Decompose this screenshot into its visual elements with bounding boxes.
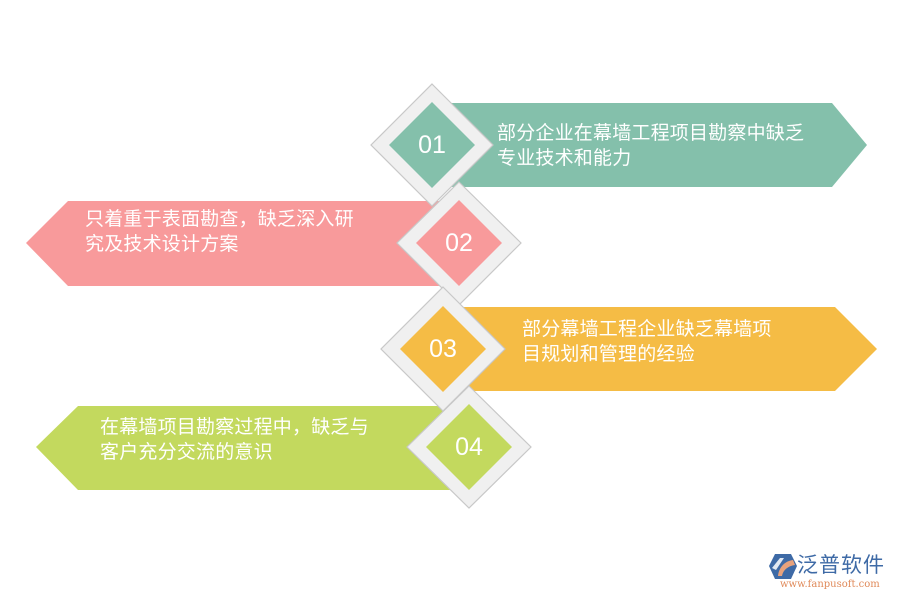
item-text-02-line1: 只着重于表面勘查，缺乏深入研	[85, 208, 354, 230]
item-text-04: 在幕墙项目勘察过程中，缺乏与 客户充分交流的意识	[100, 415, 369, 464]
arrow-banner-03	[450, 307, 877, 391]
item-number-01: 01	[418, 131, 446, 159]
item-text-04-line1: 在幕墙项目勘察过程中，缺乏与	[100, 416, 369, 438]
item-text-03-line2: 目规划和管理的经验	[522, 342, 695, 365]
item-number-04: 04	[455, 433, 483, 461]
item-text-02-line2: 究及技术设计方案	[85, 232, 239, 255]
item-text-01-line1: 部分企业在幕墙工程项目勘察中缺乏	[497, 122, 805, 144]
item-text-03-line1: 部分幕墙工程企业缺乏幕墙项	[522, 318, 772, 340]
item-text-01-line2: 专业技术和能力	[497, 146, 632, 169]
arrow-banner-04	[36, 406, 450, 490]
item-text-04-line2: 客户充分交流的意识	[100, 440, 273, 463]
diamond-badge-03	[380, 286, 506, 412]
item-text-01: 部分企业在幕墙工程项目勘察中缺乏 专业技术和能力	[497, 121, 804, 170]
item-text-02: 只着重于表面勘查，缺乏深入研 究及技术设计方案	[85, 207, 354, 256]
fanpu-logo-icon	[769, 554, 797, 579]
diamond-badge-01	[370, 83, 494, 207]
logo-url-text: www.fanpusoft.com	[780, 579, 880, 590]
diamond-badge-04	[406, 385, 532, 509]
arrow-banner-01	[440, 103, 867, 187]
item-text-03: 部分幕墙工程企业缺乏幕墙项 目规划和管理的经验	[522, 317, 772, 366]
arrow-banner-02	[26, 201, 445, 286]
logo-brand-text: 泛普软件	[797, 553, 885, 577]
item-number-03: 03	[429, 335, 457, 363]
fanpu-logo: 泛普软件 www.fanpusoft.com	[764, 550, 894, 594]
item-number-02: 02	[445, 229, 473, 257]
